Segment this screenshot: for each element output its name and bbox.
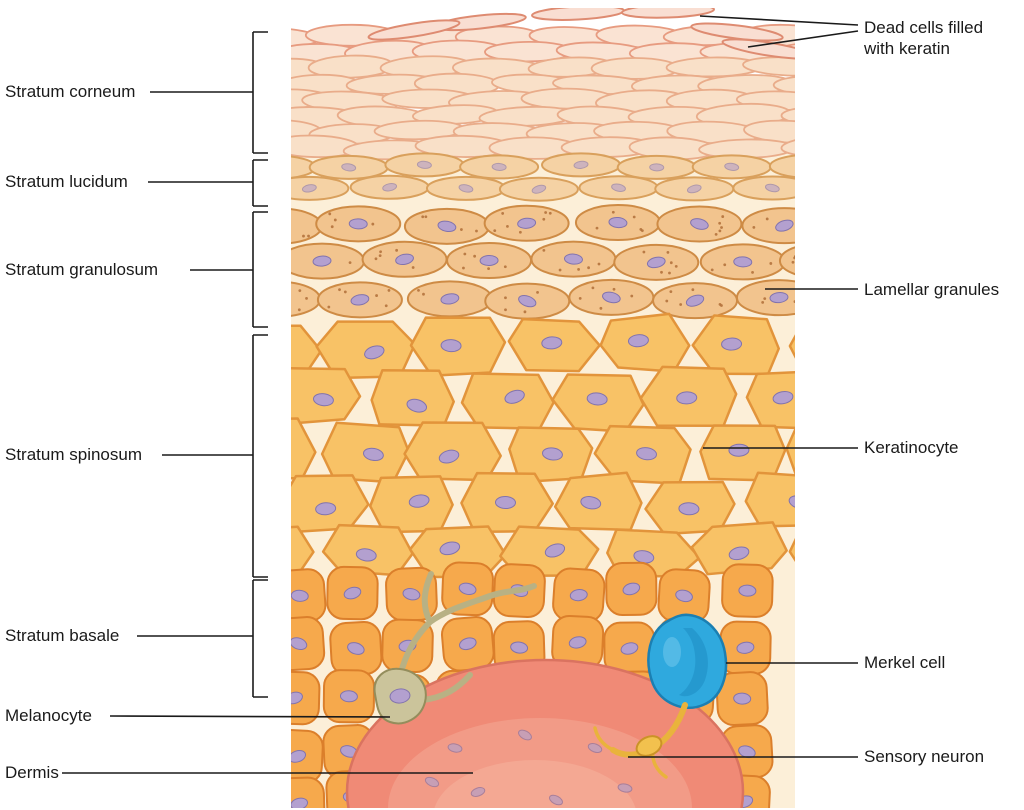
leader-lines (62, 15, 859, 774)
label-stratum-spinosum: Stratum spinosum (5, 445, 142, 464)
melanocyte-dendrites (397, 571, 537, 703)
label-sensory-neuron: Sensory neuron (864, 747, 985, 766)
leader-stratum-lucidum (148, 159, 268, 207)
leader-stratum-granulosum (190, 211, 268, 328)
leader-melanocyte (109, 715, 391, 718)
label-lamellar-granules: Lamellar granules (864, 280, 1000, 299)
label-keratinocyte: Keratinocyte (864, 438, 959, 457)
leader-stratum-spinosum (162, 334, 268, 578)
label-dermis: Dermis (5, 763, 59, 782)
label-stratum-corneum: Stratum corneum (5, 82, 136, 101)
label-stratum-lucidum: Stratum lucidum (5, 172, 128, 191)
label-melanocyte: Melanocyte (5, 706, 92, 725)
skin-layers (291, 8, 795, 808)
label-merkel-cell: Merkel cell (864, 653, 946, 672)
label-stratum-basale: Stratum basale (5, 626, 120, 645)
leader-stratum-basale (137, 579, 268, 698)
label-stratum-granulosum: Stratum granulosum (5, 260, 159, 279)
merkel-cell-shape (647, 613, 728, 710)
leader-stratum-corneum (150, 31, 268, 154)
label-dead-cells: Dead cells filled with keratin (864, 18, 984, 58)
leader-dead-cells (699, 15, 859, 48)
